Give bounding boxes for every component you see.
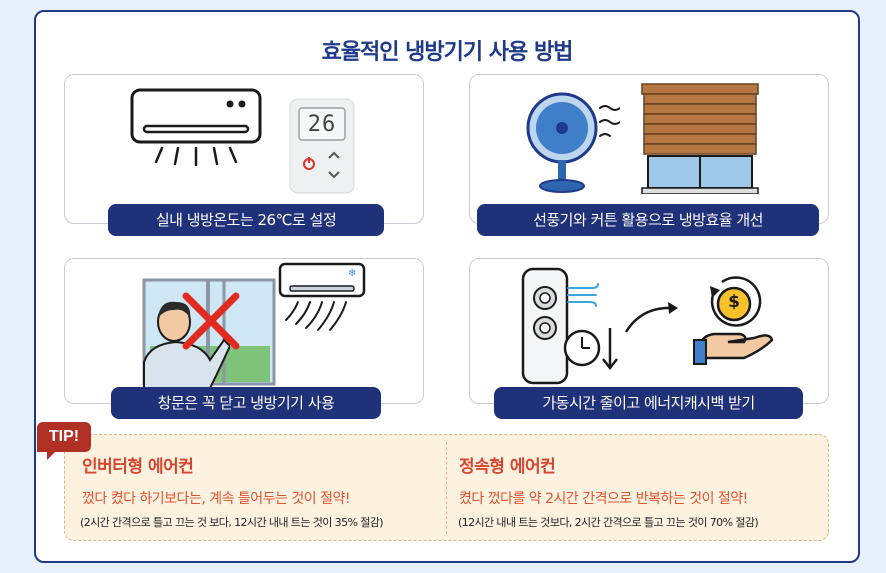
stand-ac-icon — [521, 267, 569, 385]
power-icon — [303, 157, 315, 170]
remote-control-icon — [289, 98, 355, 194]
person-icon — [143, 301, 230, 388]
clock-icon — [563, 328, 618, 371]
coin-symbol: $ — [728, 292, 740, 312]
tip-constant-heading: 정속형 에어컨 — [459, 457, 556, 477]
tip-divider — [446, 442, 447, 534]
arrow-icon — [624, 302, 678, 333]
card-label-fan-curtain: 선풍기와 커튼 활용으로 냉방효율 개선 — [477, 204, 819, 236]
air-conditioner-icon — [130, 88, 262, 167]
card-label-cashback: 가동시간 줄이고 에너지캐시백 받기 — [494, 387, 803, 419]
tip-constant-text: 켰다 껐다를 약 2시간 간격으로 반복하는 것이 절약! — [459, 491, 748, 507]
svg-text:❄: ❄ — [348, 268, 356, 279]
coin-hand-icon — [693, 276, 774, 365]
window-blind-icon — [641, 83, 759, 194]
temperature-display: 26 — [307, 112, 337, 137]
tip-badge: TIP! — [37, 422, 91, 452]
card-label-window: 창문은 꼭 닫고 냉방기기 사용 — [111, 387, 381, 419]
tip-inverter-note: (2시간 간격으로 틀고 끄는 것 보다, 12시간 내내 트는 것이 35% … — [80, 516, 384, 529]
x-mark-icon — [182, 292, 240, 350]
fan-icon — [526, 92, 620, 193]
wall-ac-icon: ❄ — [278, 262, 366, 331]
wind-icon — [567, 283, 599, 307]
tip-inverter-heading: 인버터형 에어컨 — [82, 457, 194, 477]
tip-constant-note: (12시간 내내 트는 것보다, 2시간 간격으로 틀고 끄는 것이 70% 절… — [458, 516, 759, 529]
tip-inverter-text: 껐다 켰다 하기보다는, 계속 틀어두는 것이 절약! — [82, 491, 350, 507]
card-label-temperature: 실내 냉방온도는 26℃로 설정 — [108, 204, 384, 236]
tip-badge-tail — [47, 450, 57, 460]
page-title: 효율적인 냉방기기 사용 방법 — [321, 40, 574, 65]
